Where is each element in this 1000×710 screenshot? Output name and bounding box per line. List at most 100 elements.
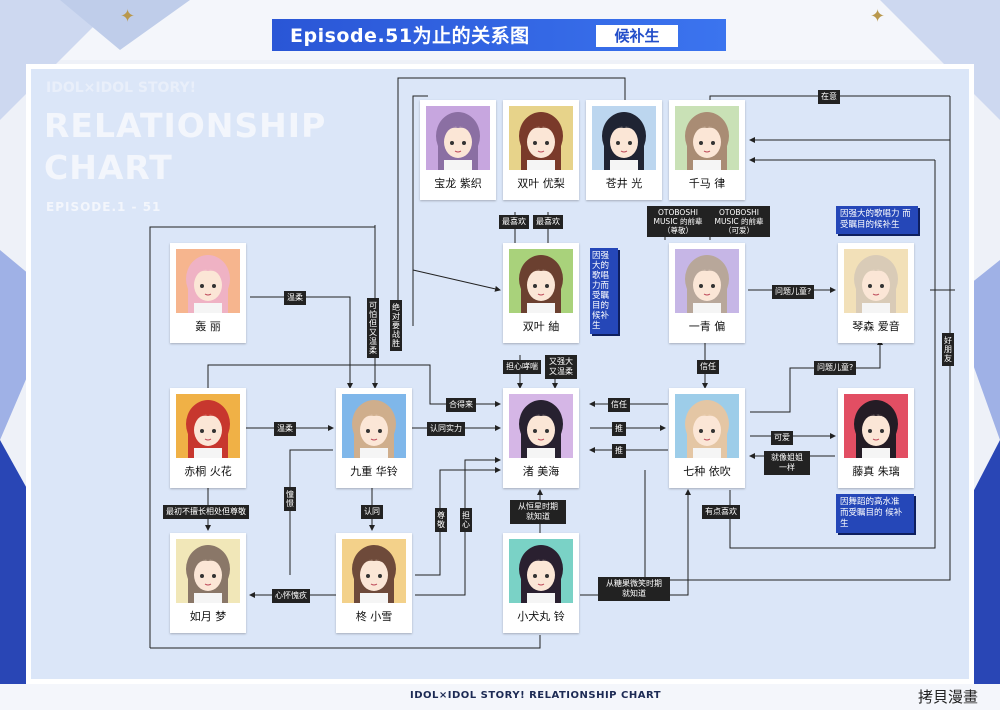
- label-kepa: 可怕但又温柔: [367, 298, 379, 358]
- label-youqiang: 又强大 又温柔: [545, 355, 577, 379]
- card-qianma-lv[interactable]: 千马 律: [669, 100, 745, 200]
- portrait: [342, 394, 406, 458]
- character-name: 一青 偏: [688, 320, 726, 333]
- label-xinhuai-kuijiu: 心怀愧疚: [272, 589, 310, 603]
- banner-tag: 候补生: [596, 25, 678, 47]
- label-zuixihuan-1: 最喜欢: [499, 215, 529, 229]
- label-juedui: 绝对要战胜: [390, 300, 402, 351]
- card-cangjing-guang[interactable]: 苍井 光: [586, 100, 662, 200]
- character-name: 藤真 朱璃: [852, 465, 900, 478]
- portrait: [509, 394, 573, 458]
- portrait-drawing: [675, 106, 739, 170]
- footer-bar: [0, 684, 1000, 710]
- label-xinren-2: 信任: [608, 398, 630, 412]
- label-danxin-xiaochuan: 担心哮喘: [503, 360, 541, 374]
- label-rentong-shili: 认同实力: [427, 422, 465, 436]
- label-zunjing: 尊敬: [435, 508, 447, 532]
- banner-title: Episode.51为止的关系图: [290, 25, 530, 47]
- character-name: 小犬丸 铃: [517, 610, 565, 623]
- character-name: 苍井 光: [605, 177, 643, 190]
- portrait: [176, 539, 240, 603]
- label-zaiyi: 在意: [818, 90, 840, 104]
- label-xinren-1: 信任: [697, 360, 719, 374]
- label-problem-child-2: 问题儿童?: [814, 361, 857, 375]
- label-tui-2: 推: [612, 444, 626, 458]
- label-otoboshi-senior-cute: OTOBOSHI MUSIC 的前辈 （可爱）: [708, 206, 770, 237]
- card-tengzhen-zhuli[interactable]: 藤真 朱璃: [838, 388, 914, 488]
- card-qizhong-yichui[interactable]: 七种 依吹: [669, 388, 745, 488]
- portrait: [844, 394, 908, 458]
- character-name: 双叶 优梨: [517, 177, 565, 190]
- card-zhong-xiaoxue[interactable]: 柊 小雪: [336, 533, 412, 633]
- portrait: [675, 106, 739, 170]
- label-renke: 认同: [361, 505, 383, 519]
- character-name: 如月 梦: [189, 610, 227, 623]
- portrait-drawing: [176, 394, 240, 458]
- label-good-friend: 好朋友: [942, 333, 954, 366]
- character-name: 九重 华铃: [350, 465, 398, 478]
- card-shuangye-chou[interactable]: 双叶 紬: [503, 243, 579, 343]
- label-wenrou-2: 温柔: [274, 422, 296, 436]
- portrait-drawing: [844, 394, 908, 458]
- card-ruyue-meng[interactable]: 如月 梦: [170, 533, 246, 633]
- portrait: [509, 539, 573, 603]
- card-zhu-meihai[interactable]: 渚 美海: [503, 388, 579, 488]
- label-congtangguo: 从糖果微笑时期 就知道: [598, 577, 670, 601]
- label-hedelai: 合得来: [446, 398, 476, 412]
- portrait-drawing: [844, 249, 908, 313]
- heading-episode: EPISODE.1 - 51: [46, 200, 162, 214]
- character-name: 赤桐 火花: [184, 465, 232, 478]
- portrait: [509, 249, 573, 313]
- heading-relationship: RELATIONSHIP: [44, 106, 327, 145]
- character-name: 双叶 紬: [522, 320, 560, 333]
- label-conghengxing: 从恒星时期 就知道: [510, 500, 566, 524]
- card-jiuzhong-hualing[interactable]: 九重 华铃: [336, 388, 412, 488]
- label-otoboshi-senior-respect: OTOBOSHI MUSIC 的前辈 （尊敬）: [647, 206, 709, 237]
- portrait-drawing: [509, 249, 573, 313]
- note-tengzhen-zhuli: 因舞蹈的高水准 而受瞩目的 候补生: [836, 494, 914, 533]
- label-danxin: 担心: [460, 508, 472, 532]
- card-xiaoquanwan-ling[interactable]: 小犬丸 铃: [503, 533, 579, 633]
- label-wenrou-1: 温柔: [284, 291, 306, 305]
- portrait: [844, 249, 908, 313]
- portrait: [509, 106, 573, 170]
- note-qinsen-aiyin: 因强大的歌唱力 而受瞩目的候补生: [836, 206, 918, 234]
- svg-text:✦: ✦: [870, 6, 885, 27]
- portrait-drawing: [675, 249, 739, 313]
- character-name: 渚 美海: [522, 465, 560, 478]
- character-name: 七种 依吹: [683, 465, 731, 478]
- card-baolong-zhizhi[interactable]: 宝龙 紫织: [420, 100, 496, 200]
- portrait: [342, 539, 406, 603]
- label-kehai: 可爱: [771, 431, 793, 445]
- card-chitong-huohua[interactable]: 赤桐 火花: [170, 388, 246, 488]
- label-jiejie: 就像姐姐 一样: [764, 451, 810, 475]
- label-chanhui: 憧憬: [284, 487, 296, 511]
- portrait-drawing: [426, 106, 490, 170]
- card-shuangye-youli[interactable]: 双叶 优梨: [503, 100, 579, 200]
- card-qinsen-aiyin[interactable]: 琴森 爱音: [838, 243, 914, 343]
- portrait: [592, 106, 656, 170]
- label-problem-child-1: 问题儿童?: [772, 285, 815, 299]
- character-name: 宝龙 紫织: [434, 177, 482, 190]
- series-title: IDOL×IDOL STORY!: [46, 80, 196, 96]
- portrait: [426, 106, 490, 170]
- portrait-drawing: [592, 106, 656, 170]
- portrait: [176, 249, 240, 313]
- portrait-drawing: [675, 394, 739, 458]
- card-hong-li[interactable]: 轰 丽: [170, 243, 246, 343]
- portrait: [675, 394, 739, 458]
- note-shuangye-chou: 因强大的歌唱力而受瞩目的候补生: [590, 248, 618, 334]
- portrait-drawing: [176, 249, 240, 313]
- portrait: [176, 394, 240, 458]
- portrait: [675, 249, 739, 313]
- card-yiqing-pian[interactable]: 一青 偏: [669, 243, 745, 343]
- portrait-drawing: [342, 539, 406, 603]
- svg-text:✦: ✦: [120, 6, 135, 27]
- character-name: 千马 律: [688, 177, 726, 190]
- character-name: 柊 小雪: [355, 610, 393, 623]
- portrait-drawing: [342, 394, 406, 458]
- label-tui-1: 推: [612, 422, 626, 436]
- character-name: 轰 丽: [195, 320, 221, 333]
- heading-chart: CHART: [44, 148, 173, 187]
